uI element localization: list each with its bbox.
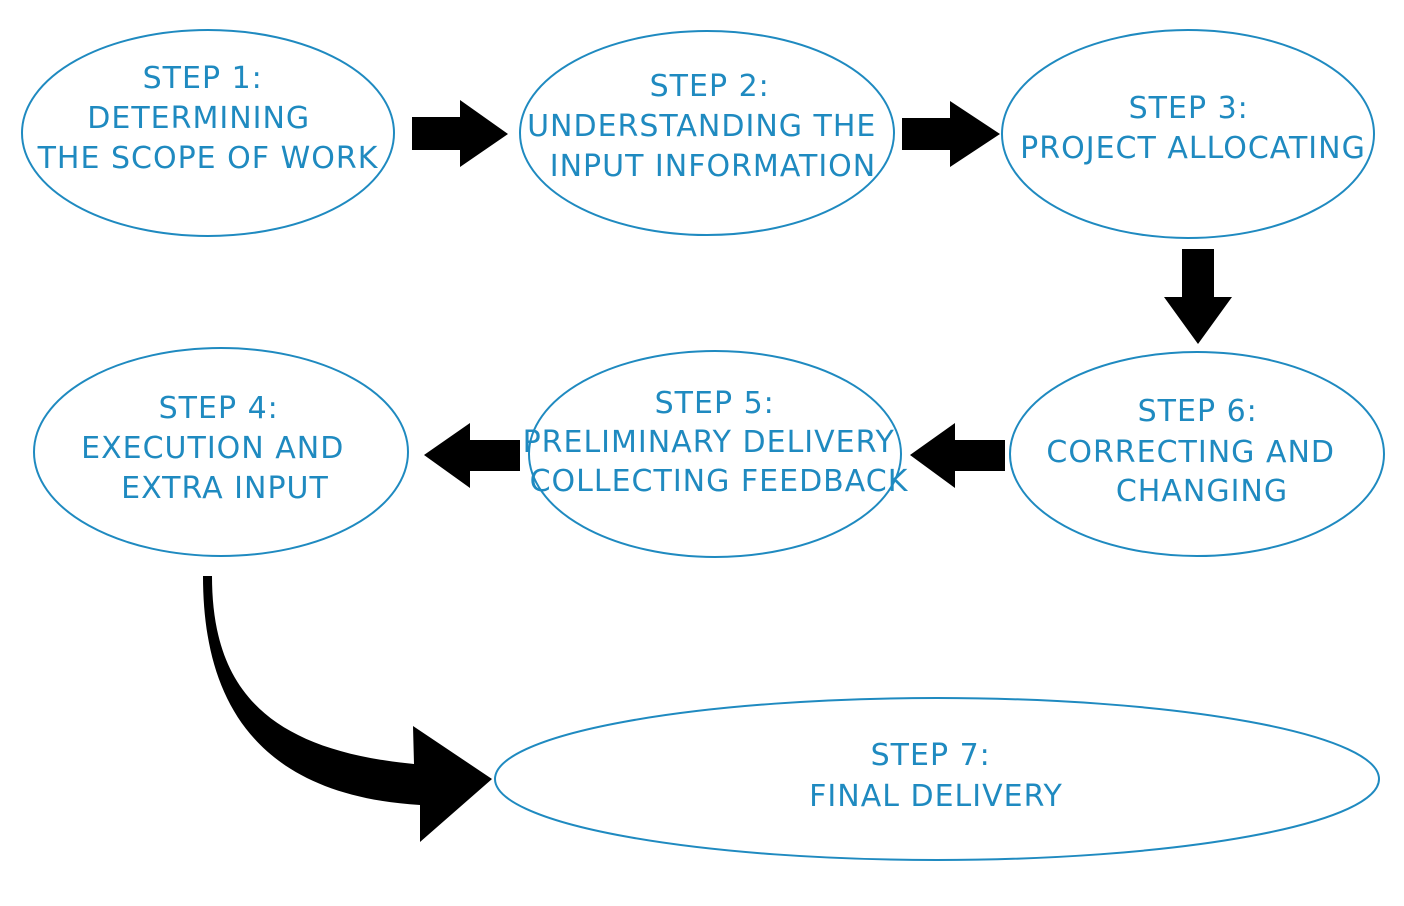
step-1-ellipse	[21, 29, 395, 237]
arrow-step-2-to-step-3	[902, 101, 1000, 167]
step-1-label: STEP 1: DETERMINING THE SCOPE OF WORK	[37, 61, 379, 176]
step-6-ellipse	[1009, 351, 1385, 557]
step-2-line-1: STEP 2:	[650, 69, 770, 104]
step-4-line-3: EXTRA INPUT	[121, 471, 329, 506]
step-4-ellipse	[33, 347, 409, 557]
step-5-node: STEP 5: PRELIMINARY DELIVERY COLLECTING …	[523, 350, 909, 558]
step-4-line-1: STEP 4:	[159, 391, 279, 426]
step-5-ellipse	[528, 350, 902, 558]
step-7-line-1: STEP 7:	[871, 738, 991, 773]
step-4-node: STEP 4: EXECUTION AND EXTRA INPUT	[33, 347, 409, 557]
step-6-line-2: CORRECTING AND	[1046, 435, 1335, 470]
step-2-label: STEP 2: UNDERSTANDING THE INPUT INFORMAT…	[527, 69, 887, 184]
arrow-step-4-to-step-7	[203, 576, 492, 842]
step-6-line-3: CHANGING	[1116, 474, 1288, 509]
step-1-line-3: THE SCOPE OF WORK	[37, 141, 379, 176]
step-7-ellipse	[494, 697, 1380, 861]
step-6-line-1: STEP 6:	[1138, 394, 1258, 429]
step-5-line-1: STEP 5:	[655, 386, 775, 421]
step-3-label: STEP 3: PROJECT ALLOCATING	[1020, 91, 1366, 166]
step-3-node: STEP 3: PROJECT ALLOCATING	[1001, 29, 1375, 239]
step-3-line-2: PROJECT ALLOCATING	[1020, 131, 1366, 166]
step-5-line-3: COLLECTING FEEDBACK	[530, 464, 909, 499]
step-1-line-2: DETERMINING	[87, 101, 310, 136]
step-2-line-3: INPUT INFORMATION	[550, 149, 877, 184]
step-5-line-2: PRELIMINARY DELIVERY	[523, 425, 895, 460]
step-3-ellipse	[1001, 29, 1375, 239]
step-2-line-2: UNDERSTANDING THE	[527, 109, 876, 144]
step-3-line-1: STEP 3:	[1129, 91, 1249, 126]
step-7-label: STEP 7: FINAL DELIVERY	[809, 738, 1063, 814]
step-7-node: STEP 7: FINAL DELIVERY	[494, 697, 1380, 861]
step-2-node: STEP 2: UNDERSTANDING THE INPUT INFORMAT…	[519, 30, 895, 236]
step-2-ellipse	[519, 30, 895, 236]
step-6-node: STEP 6: CORRECTING AND CHANGING	[1009, 351, 1385, 557]
step-7-line-2: FINAL DELIVERY	[809, 779, 1063, 814]
arrow-step-6-to-step-5	[910, 423, 1005, 488]
step-4-line-2: EXECUTION AND	[81, 431, 344, 466]
arrow-step-5-to-step-4	[424, 423, 520, 488]
step-4-label: STEP 4: EXECUTION AND EXTRA INPUT	[81, 391, 355, 506]
arrow-step-3-to-step-6	[1164, 249, 1232, 344]
arrow-step-1-to-step-2	[412, 100, 508, 167]
step-5-label: STEP 5: PRELIMINARY DELIVERY COLLECTING …	[523, 386, 909, 499]
step-6-label: STEP 6: CORRECTING AND CHANGING	[1046, 394, 1345, 509]
step-1-line-1: STEP 1:	[143, 61, 263, 96]
step-1-node: STEP 1: DETERMINING THE SCOPE OF WORK	[21, 29, 395, 237]
